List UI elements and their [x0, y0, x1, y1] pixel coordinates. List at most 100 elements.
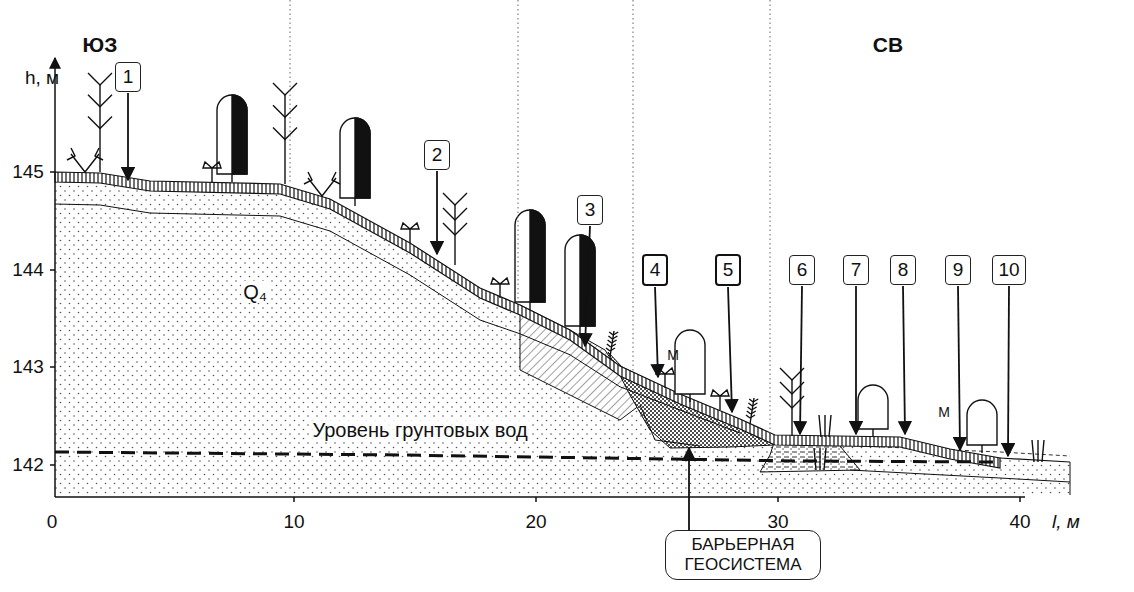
shrub-symbol [304, 172, 312, 184]
fern-symbol [750, 415, 755, 418]
tree-symbol [217, 95, 247, 174]
fern-symbol [611, 344, 616, 347]
shrub-symbol [95, 148, 103, 160]
tree-symbol [579, 326, 580, 334]
tree-symbol [354, 198, 355, 206]
grass-symbol [1042, 440, 1044, 462]
callout-box: 5 [715, 254, 741, 286]
fern-symbol [753, 399, 758, 402]
axis-value: 142 [12, 455, 44, 476]
leader-arrow [1008, 286, 1009, 456]
callout-number: 3 [583, 199, 597, 221]
axis-title: h, м [25, 68, 59, 89]
tree-symbol [515, 210, 545, 302]
fern-symbol [749, 399, 753, 402]
sand-body [55, 172, 1070, 495]
fern-symbol [613, 332, 618, 335]
leader-arrow [855, 286, 857, 434]
callout-box: 3 [577, 195, 603, 225]
callout-box: 7 [843, 255, 869, 285]
tree-symbol [232, 95, 247, 174]
axis-value: 144 [12, 260, 44, 281]
grass-symbol [819, 415, 821, 437]
callout-box: 2 [424, 140, 450, 170]
callout-number: 10 [998, 259, 1019, 281]
fern-symbol [747, 411, 751, 414]
leader-arrow [903, 286, 905, 434]
herb-symbol [401, 223, 419, 229]
tree-symbol [858, 385, 888, 429]
conifer-symbol [273, 105, 297, 117]
deposit-index: Q₄ [241, 281, 269, 303]
grass-symbol [819, 448, 820, 470]
conifer-symbol [443, 223, 467, 235]
callout-box: 10 [992, 255, 1025, 285]
barrier-label-box: БАРЬЕРНАЯ ГЕОСИСТЕМА [665, 530, 821, 579]
drawing-stroke [850, 470, 1070, 482]
grass-symbol [1037, 440, 1038, 462]
conifer-symbol [443, 193, 467, 205]
herb-symbol [664, 374, 665, 388]
callout-number: 9 [951, 259, 965, 281]
fern-symbol [610, 348, 615, 351]
tree-symbol [689, 394, 690, 402]
callout-box: 8 [890, 255, 916, 285]
tree-symbol [967, 400, 997, 445]
axis-title: l, м [1052, 512, 1080, 533]
direction-label: СВ [873, 33, 903, 56]
conifer-symbol [443, 208, 467, 220]
shrub-symbol [308, 178, 336, 196]
fern-symbol [608, 336, 612, 339]
moss-mark: М [667, 348, 679, 363]
conifer-symbol [88, 117, 112, 129]
fern-symbol [607, 344, 611, 347]
tree-symbol [529, 302, 530, 310]
callout-box: 1 [115, 62, 141, 92]
groundwater-label: Уровень грунтовых вод [309, 419, 530, 441]
grass-symbol [824, 448, 826, 470]
tree-symbol [981, 445, 982, 453]
grass-symbol [824, 415, 825, 437]
conifer-symbol [273, 83, 297, 95]
conifer-symbol [88, 73, 112, 85]
axis-value: 30 [767, 512, 788, 533]
callout-box: 6 [789, 255, 815, 285]
herb-symbol [719, 396, 720, 410]
fern-symbol [748, 407, 752, 410]
callout-box: 4 [642, 254, 668, 286]
callout-number: 6 [795, 259, 809, 281]
tree-symbol [872, 429, 873, 437]
leader-arrow [127, 93, 129, 180]
herb-symbol [409, 229, 410, 243]
shrub-symbol [67, 148, 75, 160]
herb-symbol [211, 168, 212, 182]
tree-symbol [340, 118, 370, 198]
drawing-stroke [640, 405, 700, 446]
drawing-stroke [1000, 458, 1070, 462]
axis-value: 10 [283, 512, 304, 533]
conifer-symbol [88, 95, 112, 107]
shrub-symbol [71, 154, 99, 172]
fern-symbol [748, 403, 752, 406]
shrub-symbol [332, 172, 340, 184]
leader-arrow [585, 226, 590, 346]
axis-value: 0 [47, 512, 58, 533]
tree-symbol [530, 210, 545, 302]
grass-symbol [829, 415, 831, 437]
fern-symbol [752, 407, 757, 410]
fern-symbol [606, 348, 610, 351]
callout-number: 7 [849, 259, 863, 281]
grass-symbol [1032, 440, 1034, 462]
fern-symbol [751, 411, 756, 414]
axis-value: 20 [525, 512, 546, 533]
callout-box: 9 [945, 255, 971, 285]
fern-symbol [612, 340, 617, 343]
leader-arrow [436, 171, 438, 254]
axis-value: 143 [12, 357, 44, 378]
tree-symbol [675, 330, 705, 394]
zone-name: БАРЬЕРНАЯ ГЕОСИСТЕМА [676, 535, 810, 574]
herb-symbol [499, 284, 500, 298]
fern-symbol [612, 336, 617, 339]
leader-arrow [728, 287, 732, 412]
